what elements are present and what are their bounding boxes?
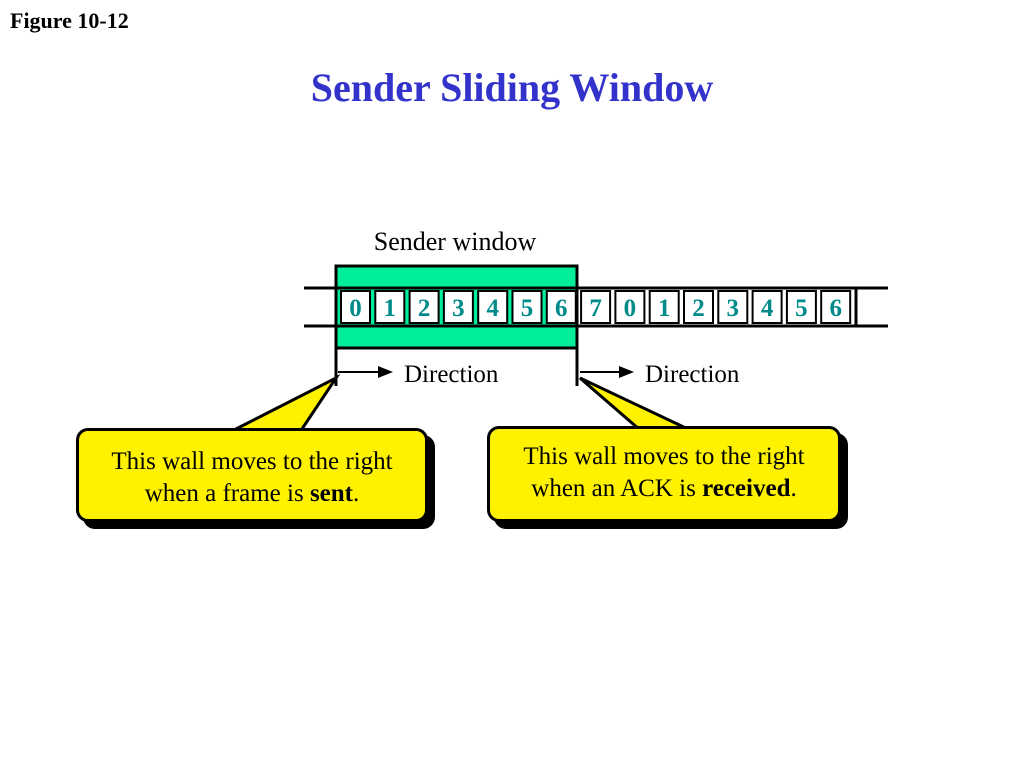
frame-number: 4: [486, 295, 499, 322]
frame-cell: [374, 290, 406, 324]
frame-number: 7: [589, 295, 602, 322]
frame-cell: [717, 290, 749, 324]
figure-label: Figure 10-12: [10, 8, 129, 33]
frame-number: 5: [795, 295, 808, 322]
frame-number: 6: [829, 295, 842, 322]
frame-number: 3: [452, 295, 465, 322]
frame-cell: [442, 290, 474, 324]
frame-cell: [614, 290, 646, 324]
callout-ack-line2: when an ACK is received.: [531, 475, 797, 502]
callout-ack: This wall moves to the right when an ACK…: [487, 426, 841, 522]
frame-number: 6: [555, 295, 568, 322]
frame-cell: [820, 290, 852, 324]
frame-cell: [340, 290, 371, 324]
callout-left-pointer: [229, 374, 341, 434]
callout-sent-line1: This wall moves to the right: [111, 448, 393, 475]
callout-ack-keyword: received: [702, 475, 791, 502]
callout-sent: This wall moves to the right when a fram…: [76, 428, 428, 522]
frame-cell: [408, 290, 440, 324]
direction-arrow-right-head: [619, 366, 634, 378]
page-title: Sender Sliding Window: [310, 65, 714, 110]
direction-label-right: Direction: [645, 361, 740, 388]
frame-number: 4: [761, 295, 774, 322]
direction-arrow-left-head: [378, 366, 393, 378]
frame-cell: [648, 290, 680, 324]
frame-number: 0: [624, 295, 637, 322]
frame-number: 1: [384, 295, 397, 322]
frame-number: 2: [692, 295, 705, 322]
frame-cell: [785, 290, 817, 324]
frame-number: 0: [349, 295, 362, 322]
frame-number: 3: [727, 295, 740, 322]
direction-label-left: Direction: [404, 361, 499, 388]
callout-sent-line2: when a frame is sent.: [144, 480, 360, 507]
frame-cell: [511, 290, 543, 324]
frame-cell: [477, 290, 509, 324]
callout-ack-line1: This wall moves to the right: [523, 443, 805, 470]
frame-number: 1: [658, 295, 671, 322]
callout-sent-keyword: sent: [309, 480, 354, 507]
frame-cell: [751, 290, 783, 324]
frame-number: 5: [521, 295, 534, 322]
frame-number: 2: [418, 295, 431, 322]
frame-cell: [580, 290, 612, 324]
window-label: Sender window: [374, 227, 537, 256]
frame-cell: [683, 290, 714, 324]
